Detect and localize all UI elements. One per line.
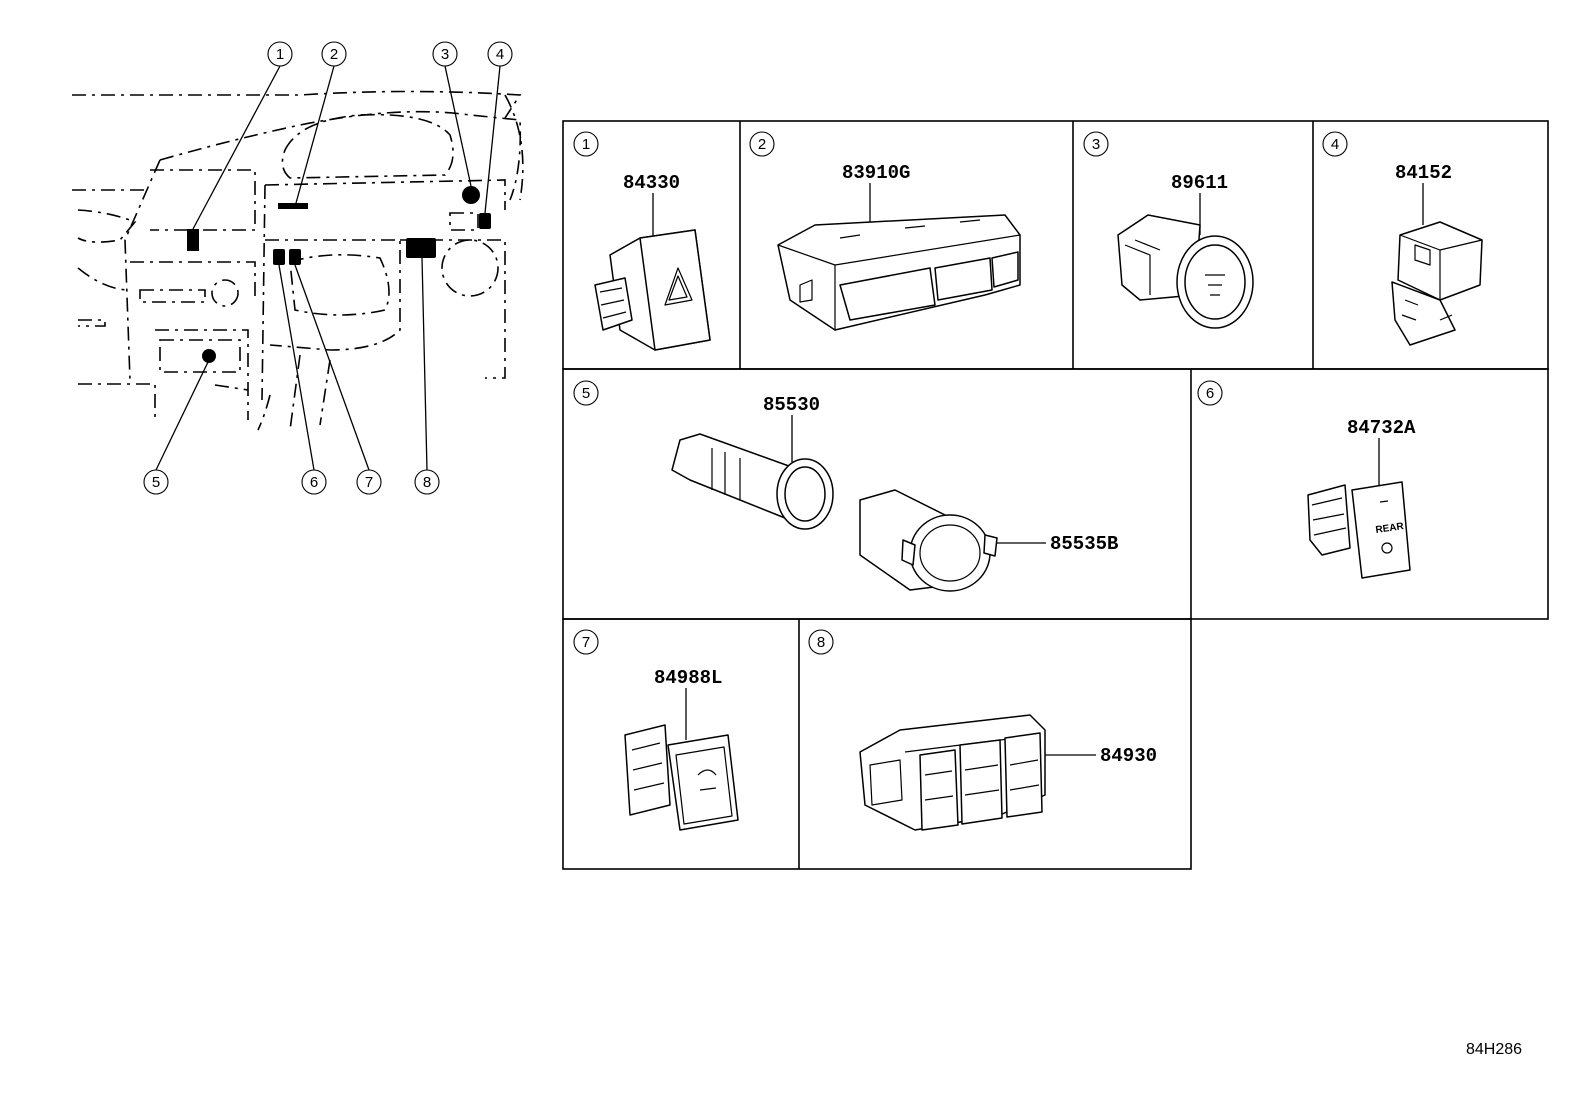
callout-5: 5: [143, 469, 169, 495]
part-number-89611: 89611: [1171, 172, 1228, 194]
marker-4: [479, 213, 491, 229]
marker-7: [289, 249, 301, 265]
svg-text:8: 8: [423, 474, 431, 491]
part-number-85535B: 85535B: [1050, 533, 1118, 555]
svg-text:3: 3: [441, 46, 449, 63]
part-number-84930: 84930: [1100, 745, 1157, 767]
part-number-84732A: 84732A: [1347, 417, 1416, 439]
part-number-83910G: 83910G: [842, 162, 910, 184]
marker-3: [462, 186, 480, 204]
switch-84988L-drawing: [624, 724, 739, 831]
part-number-84152: 84152: [1395, 162, 1452, 184]
panel-6-callout: 6: [1197, 380, 1223, 406]
panel-3-callout: 3: [1083, 131, 1109, 157]
svg-text:7: 7: [365, 474, 373, 491]
marker-1: [187, 229, 199, 251]
panel-7-callout: 7: [573, 629, 599, 655]
parts-grid: [562, 120, 1549, 870]
svg-text:3: 3: [1092, 136, 1100, 153]
part-number-85530: 85530: [763, 394, 820, 416]
callout-6: 6: [301, 469, 327, 495]
svg-text:6: 6: [310, 474, 318, 491]
switch-84930-drawing: [859, 714, 1046, 831]
marker-5: [202, 349, 216, 363]
panel-8-callout: 8: [808, 629, 834, 655]
svg-text:6: 6: [1206, 385, 1214, 402]
panel-3: 3 89611: [1083, 131, 1254, 329]
panel-7: 7 84988L: [573, 629, 739, 831]
svg-text:1: 1: [582, 136, 590, 153]
socket-85530-drawing: [671, 433, 834, 530]
svg-text:5: 5: [582, 385, 590, 402]
svg-text:4: 4: [1331, 136, 1339, 153]
panel-4: 4 84152: [1322, 131, 1483, 346]
svg-text:4: 4: [496, 46, 504, 63]
svg-text:1: 1: [276, 46, 284, 63]
marker-6: [273, 249, 285, 265]
callout-3: 3: [432, 41, 458, 67]
dashboard-overview: 1 2 3 4 5 6 7 8: [72, 41, 524, 495]
callout-8: 8: [414, 469, 440, 495]
start-switch-drawing: [1117, 214, 1254, 329]
switch-assembly-drawing: [777, 214, 1021, 331]
panel-5: 5 85530 85535B: [573, 380, 1118, 592]
callout-2: 2: [321, 41, 347, 67]
panel-6: 6 84732A REAR: [1197, 380, 1416, 579]
rear-fan-switch-drawing: REAR: [1307, 481, 1411, 579]
svg-text:7: 7: [582, 634, 590, 651]
rear-label: REAR: [1375, 521, 1405, 536]
panel-4-callout: 4: [1322, 131, 1348, 157]
panel-8: 8 84930: [808, 629, 1157, 831]
panel-1: 1 84330: [573, 131, 711, 351]
panel-1-callout: 1: [573, 131, 599, 157]
switch-84152-drawing: [1391, 221, 1483, 346]
svg-text:5: 5: [152, 474, 160, 491]
panel-2: 2 83910G: [749, 131, 1021, 331]
svg-text:2: 2: [330, 46, 338, 63]
part-number-84988L: 84988L: [654, 667, 722, 689]
callout-4: 4: [487, 41, 513, 67]
svg-text:8: 8: [817, 634, 825, 651]
part-number-84330: 84330: [623, 172, 680, 194]
panel-5-callout: 5: [573, 380, 599, 406]
socket-85535B-drawing: [859, 489, 998, 592]
svg-text:2: 2: [758, 136, 766, 153]
panel-2-callout: 2: [749, 131, 775, 157]
callout-7: 7: [356, 469, 382, 495]
marker-8: [406, 238, 436, 258]
diagram-reference-code: 84H286: [1466, 1041, 1523, 1058]
callout-1: 1: [267, 41, 293, 67]
marker-2: [278, 203, 308, 209]
hazard-switch-drawing: [594, 229, 711, 351]
